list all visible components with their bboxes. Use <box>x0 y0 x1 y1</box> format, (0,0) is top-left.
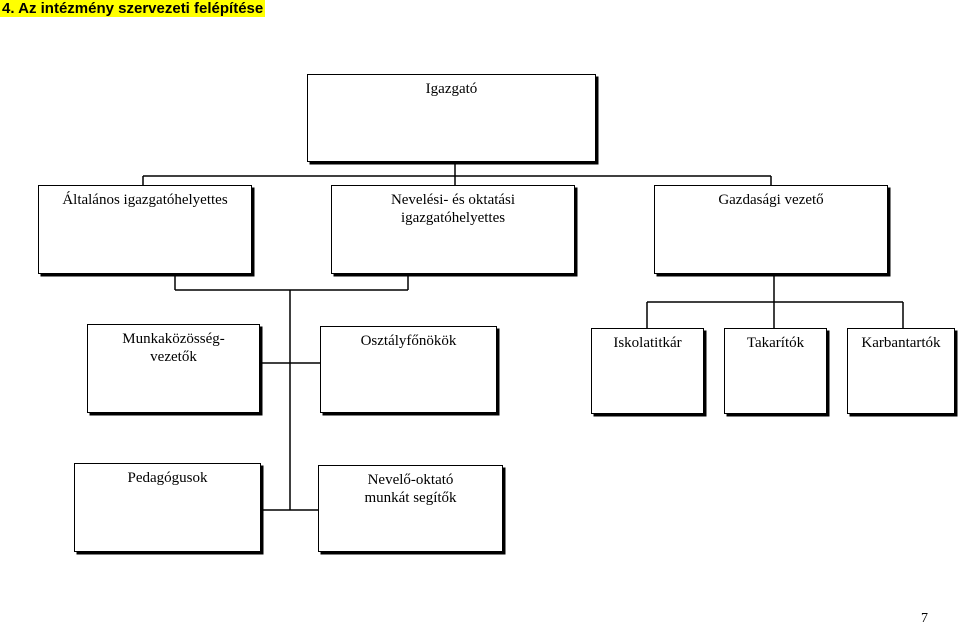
box-school-secretary: Iskolatitkár <box>591 328 704 414</box>
box-cleaners: Takarítók <box>724 328 827 414</box>
label-teachers: Pedagógusok <box>127 470 208 486</box>
label-education-deputy: Nevelési- és oktatási igazgatóhelyettes <box>390 192 516 226</box>
label-director: Igazgató <box>425 81 478 97</box>
box-form-teachers: Osztályfőnökök <box>320 326 497 413</box>
box-education-assistants: Nevelő-oktató munkát segítők <box>318 465 503 552</box>
label-general-deputy: Általános igazgatóhelyettes <box>62 192 228 208</box>
box-working-group-leaders: Munkaközösség- vezetők <box>87 324 260 413</box>
label-school-secretary: Iskolatitkár <box>613 335 682 351</box>
label-education-assistants: Nevelő-oktató munkát segítők <box>364 472 457 506</box>
label-finance-manager: Gazdasági vezető <box>718 192 824 208</box>
label-maintenance: Karbantartók <box>861 335 941 351</box>
box-teachers: Pedagógusok <box>74 463 261 552</box>
label-form-teachers: Osztályfőnökök <box>360 333 457 349</box>
box-education-deputy: Nevelési- és oktatási igazgatóhelyettes <box>331 185 575 274</box>
section-heading: 4. Az intézmény szervezeti felépítése <box>0 0 266 17</box>
box-director: Igazgató <box>307 74 596 162</box>
box-finance-manager: Gazdasági vezető <box>654 185 888 274</box>
box-general-deputy: Általános igazgatóhelyettes <box>38 185 252 274</box>
page-number: 7 <box>921 611 928 626</box>
label-cleaners: Takarítók <box>746 335 805 351</box>
box-maintenance: Karbantartók <box>847 328 955 414</box>
label-working-group-leaders: Munkaközösség- vezetők <box>122 331 225 365</box>
